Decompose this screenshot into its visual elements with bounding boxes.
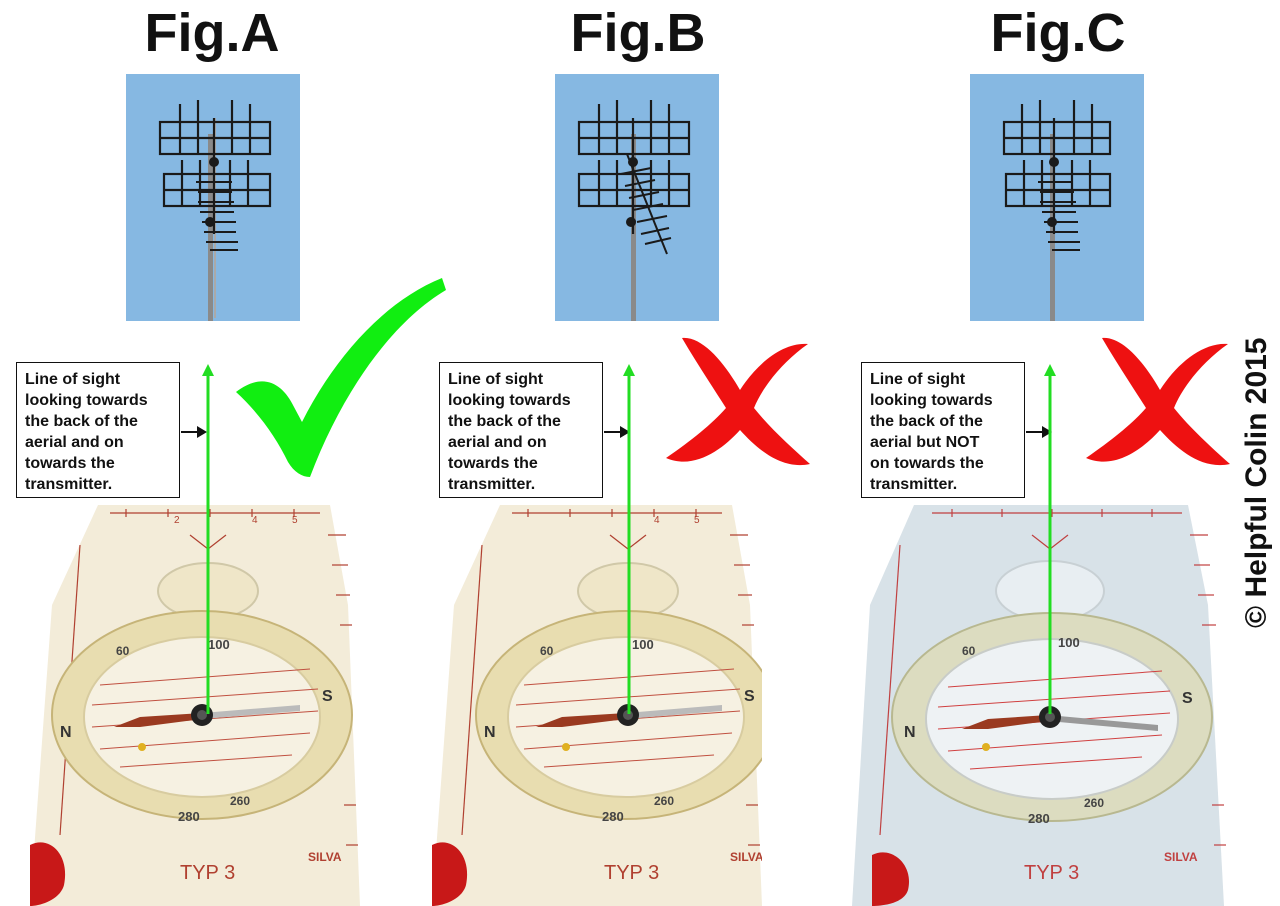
callout-box: Line of sight looking towards the back o… [861, 362, 1025, 498]
aerial-icon [577, 100, 691, 321]
callout-line: aerial and on [25, 434, 124, 451]
silva-logo: SILVA [308, 850, 342, 864]
compass-south: S [322, 688, 333, 705]
aerial-icon [1002, 100, 1112, 321]
callout-line: transmitter. [448, 476, 536, 493]
callout-line: on towards the [870, 455, 984, 472]
figure-title: Fig.C [990, 3, 1126, 63]
copyright-notice: © Helpful Colin 2015 [1240, 337, 1273, 629]
compass-photo: 2 4 5 N S 100 280 60 260 TYP 3 SILVA [30, 505, 360, 906]
line-of-sight-arrow [1044, 364, 1056, 714]
figure-title: Fig.A [144, 3, 280, 63]
line-of-sight-arrow [623, 364, 635, 714]
compass-south: S [1182, 690, 1193, 707]
aerial-icon [158, 100, 272, 321]
callout-line: looking towards [25, 392, 148, 409]
check-mark-icon [236, 278, 446, 477]
callout-line: looking towards [448, 392, 571, 409]
callout-line: the back of the [870, 413, 983, 430]
silva-logo: SILVA [1164, 850, 1198, 864]
callout-line: looking towards [870, 392, 993, 409]
callout-line: the back of the [448, 413, 561, 430]
callout-line: aerial and on [448, 434, 547, 451]
callout-line: towards the [448, 455, 538, 472]
compass-degree: 100 [632, 637, 654, 652]
compass-degree: 60 [116, 644, 130, 658]
ruler-number: 5 [292, 515, 298, 526]
arrow-right-icon [604, 426, 630, 438]
ruler-number: 2 [174, 515, 180, 526]
line-of-sight-arrow [202, 364, 214, 714]
callout-box: Line of sight looking towards the back o… [439, 362, 603, 498]
compass-model: TYP 3 [604, 862, 659, 884]
aerial-photo [126, 74, 300, 321]
compass-degree: 100 [208, 637, 230, 652]
compass-degree: 280 [1028, 811, 1050, 826]
compass-north: N [904, 724, 916, 741]
compass-degree: 100 [1058, 635, 1080, 650]
callout-line: Line of sight [25, 371, 121, 388]
callout-line: transmitter. [25, 476, 113, 493]
compass-photo: 4 5 N S 100 280 60 260 TYP 3 SILVA [432, 505, 762, 906]
callout-line: aerial but NOT [870, 434, 980, 451]
compass-photo: N S 100 280 60 260 TYP 3 SILVA [852, 505, 1226, 906]
compass-degree: 260 [230, 794, 250, 808]
arrow-right-icon [181, 426, 207, 438]
aerial-photo [970, 74, 1144, 321]
callout-box: Line of sight looking towards the back o… [16, 362, 180, 498]
aerial-photo [555, 74, 719, 321]
callout-line: the back of the [25, 413, 138, 430]
callout-line: transmitter. [870, 476, 958, 493]
ruler-number: 5 [694, 515, 700, 526]
compass-degree: 60 [962, 644, 976, 658]
figure-title: Fig.B [570, 3, 706, 63]
compass-model: TYP 3 [180, 862, 235, 884]
ruler-number: 4 [654, 515, 660, 526]
compass-degree: 60 [540, 644, 554, 658]
compass-degree: 280 [178, 809, 200, 824]
compass-degree: 260 [1084, 796, 1104, 810]
cross-mark-icon [1086, 337, 1230, 466]
compass-model: TYP 3 [1024, 862, 1079, 884]
arrow-right-icon [1026, 426, 1052, 438]
compass-north: N [60, 724, 72, 741]
silva-logo: SILVA [730, 850, 762, 864]
callout-line: Line of sight [448, 371, 544, 388]
compass-north: N [484, 724, 496, 741]
callout-line: Line of sight [870, 371, 966, 388]
compass-degree: 260 [654, 794, 674, 808]
compass-south: S [744, 688, 755, 705]
cross-mark-icon [666, 337, 810, 466]
ruler-number: 4 [252, 515, 258, 526]
compass-degree: 280 [602, 809, 624, 824]
callout-line: towards the [25, 455, 115, 472]
